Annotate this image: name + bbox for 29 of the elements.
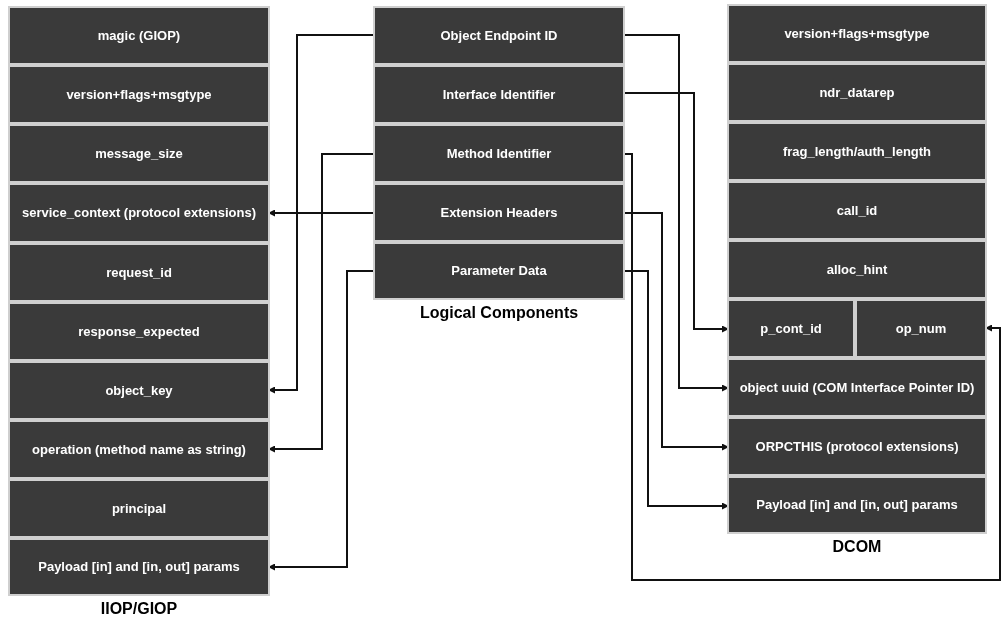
stack-title: IIOP/GIOP	[99, 600, 179, 617]
header-field: principal	[10, 481, 268, 536]
header-field: object_key	[10, 363, 268, 418]
header-field: version+flags+msgtype	[10, 67, 268, 122]
header-field: magic (GIOP)	[10, 8, 268, 63]
header-field: message_size	[10, 126, 268, 181]
header-field: service_context (protocol extensions)	[10, 185, 268, 241]
header-field: Payload [in] and [in, out] params	[10, 540, 268, 594]
stack-title: Logical Components	[418, 304, 580, 322]
header-field: Extension Headers	[375, 185, 623, 240]
header-field: object uuid (COM Interface Pointer ID)	[729, 360, 985, 415]
header-field: op_num	[857, 301, 985, 356]
header-field: call_id	[729, 183, 985, 238]
header-field: Interface Identifier	[375, 67, 623, 122]
header-field: version+flags+msgtype	[729, 6, 985, 61]
header-field: request_id	[10, 245, 268, 300]
header-field: Parameter Data	[375, 244, 623, 298]
header-field: frag_length/auth_length	[729, 124, 985, 179]
header-field: Payload [in] and [in, out] params	[729, 478, 985, 532]
header-field: ndr_datarep	[729, 65, 985, 120]
header-field: p_cont_id	[729, 301, 853, 356]
header-field: operation (method name as string)	[10, 422, 268, 477]
header-field: alloc_hint	[729, 242, 985, 297]
header-field: Method Identifier	[375, 126, 623, 181]
header-field: response_expected	[10, 304, 268, 359]
header-field: ORPCTHIS (protocol extensions)	[729, 419, 985, 474]
stack-title: DCOM	[831, 538, 883, 556]
header-field: Object Endpoint ID	[375, 8, 623, 63]
field-stack	[8, 6, 270, 617]
